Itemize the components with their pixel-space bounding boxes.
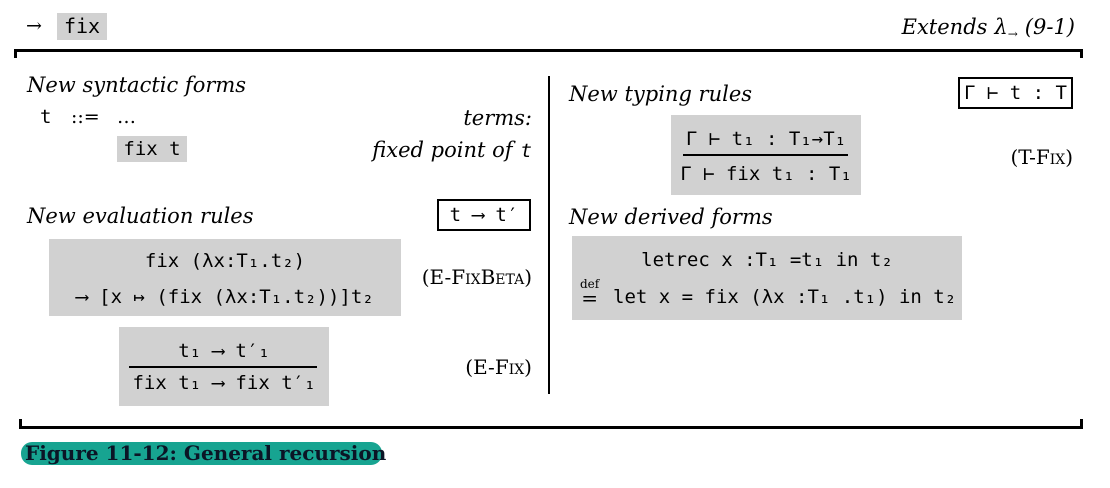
rule-e-fixbeta-line-2: ⟶ [x ↦ (fix (λx:T₁.t₂))]t₂ bbox=[76, 286, 374, 308]
rule-e-fixbeta: fix (λx:T₁.t₂) ⟶ [x ↦ (fix (λx:T₁.t₂))]t… bbox=[49, 239, 401, 316]
syntax-category: terms: bbox=[463, 106, 532, 130]
rule-e-fixbeta-name: (E-FixBeta) bbox=[421, 265, 532, 289]
rule-e-fix-premise: t₁ ⟶ t′₁ bbox=[178, 340, 270, 362]
extends-label: Extends bbox=[901, 15, 988, 39]
syntax-ellipsis: … bbox=[117, 106, 136, 128]
definition-equals-symbol: = bbox=[581, 286, 598, 310]
new-form-term: fix t bbox=[123, 138, 181, 160]
rule-t-fix-bar bbox=[683, 154, 848, 156]
syntax-metavariable: t bbox=[40, 106, 52, 128]
frame-top-rule bbox=[14, 49, 1083, 58]
derived-form-box: letrec x :T₁ =t₁ in t₂ def = let x = fix… bbox=[572, 236, 962, 320]
syntax-heading: New syntactic forms bbox=[27, 73, 247, 97]
derived-heading: New derived forms bbox=[569, 205, 773, 229]
figure-caption: Figure 11-12: General recursion bbox=[25, 441, 387, 465]
feature-tag: fix bbox=[57, 13, 107, 40]
definition-equals-label: def bbox=[580, 277, 600, 291]
new-form-description-text: fixed point of bbox=[372, 138, 513, 162]
evaluation-heading: New evaluation rules bbox=[27, 204, 254, 228]
rule-e-fixbeta-line-1: fix (λx:T₁.t₂) bbox=[144, 250, 306, 272]
rule-e-fix-bar bbox=[129, 366, 317, 368]
evaluation-judgment-box: t ⟶ t′ bbox=[437, 199, 531, 231]
rule-t-fix: Γ ⊢ t₁ : T₁→T₁ Γ ⊢ fix t₁ : T₁ bbox=[671, 115, 861, 195]
feature-tag-label: fix bbox=[63, 14, 101, 38]
rule-e-fix-conclusion: fix t₁ ⟶ fix t′₁ bbox=[132, 372, 316, 394]
rule-t-fix-conclusion: Γ ⊢ fix t₁ : T₁ bbox=[680, 163, 852, 185]
rule-e-fix: t₁ ⟶ t′₁ fix t₁ ⟶ fix t′₁ bbox=[119, 327, 329, 406]
lambda-symbol: λ bbox=[994, 15, 1008, 39]
definition-equals: def = bbox=[580, 277, 600, 310]
syntax-produces: ::= bbox=[71, 106, 100, 128]
column-divider bbox=[548, 76, 550, 394]
rule-t-fix-premise: Γ ⊢ t₁ : T₁→T₁ bbox=[685, 128, 847, 150]
extends-reference: (9-1) bbox=[1024, 15, 1075, 39]
derived-expansion: let x = fix (λx :T₁ .t₁) in t₂ bbox=[613, 286, 957, 308]
new-form-description-var: t bbox=[520, 140, 532, 162]
lambda-subscript: → bbox=[1007, 27, 1018, 41]
typing-heading: New typing rules bbox=[569, 82, 753, 106]
base-system-arrow: → bbox=[26, 15, 42, 37]
frame-bottom-rule bbox=[19, 419, 1083, 429]
typing-judgment-box: Γ ⊢ t : T bbox=[958, 77, 1073, 109]
new-form-description: fixed point of t bbox=[372, 137, 532, 164]
rule-t-fix-name: (T-Fix) bbox=[1010, 145, 1074, 169]
rule-e-fix-name: (E-Fix) bbox=[465, 355, 532, 379]
derived-sugar: letrec x :T₁ =t₁ in t₂ bbox=[641, 249, 893, 271]
figure-caption-highlight: Figure 11-12: General recursion bbox=[21, 442, 386, 465]
new-form-box: fix t bbox=[117, 136, 187, 162]
